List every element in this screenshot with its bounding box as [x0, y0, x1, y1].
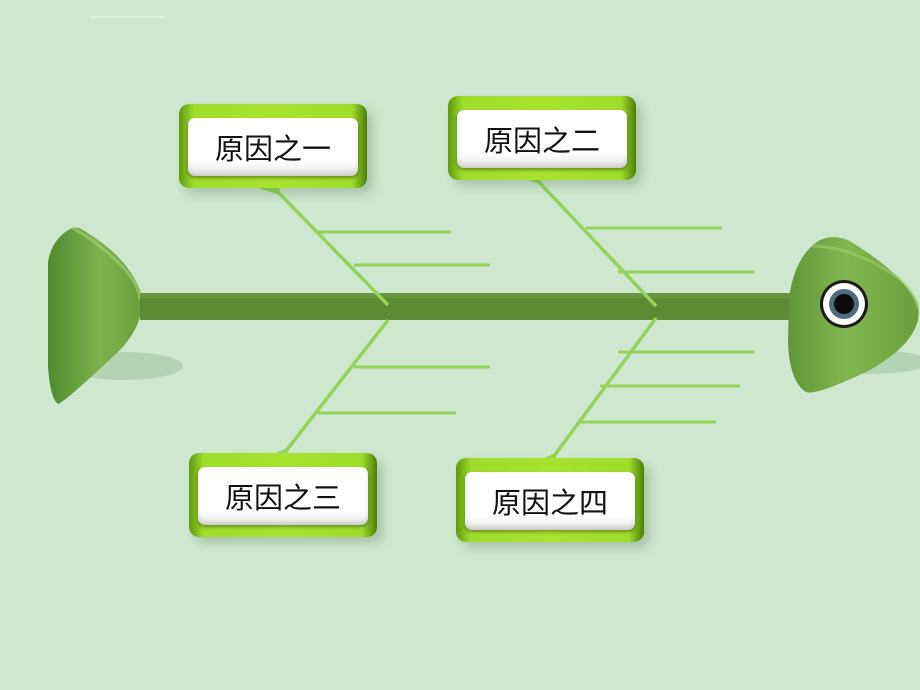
fish-tail: [48, 226, 183, 404]
bone-cause-2: [538, 181, 658, 308]
cause-label-3: 原因之三: [224, 481, 341, 515]
cause-label-1: 原因之一: [214, 132, 331, 166]
cause-box-1: 原因之一: [179, 104, 367, 188]
sub-cause-lines: [318, 226, 754, 424]
cause-box-3: 原因之三: [189, 453, 377, 537]
cause-box-4: 原因之四: [456, 458, 644, 542]
bone-cause-3: [286, 318, 390, 451]
cause-label-4: 原因之四: [491, 486, 608, 520]
bone-cause-1: [278, 192, 390, 307]
eye-icon: [820, 280, 868, 328]
cause-box-2: 原因之二: [448, 96, 636, 180]
cause-label-2: 原因之二: [483, 124, 600, 158]
